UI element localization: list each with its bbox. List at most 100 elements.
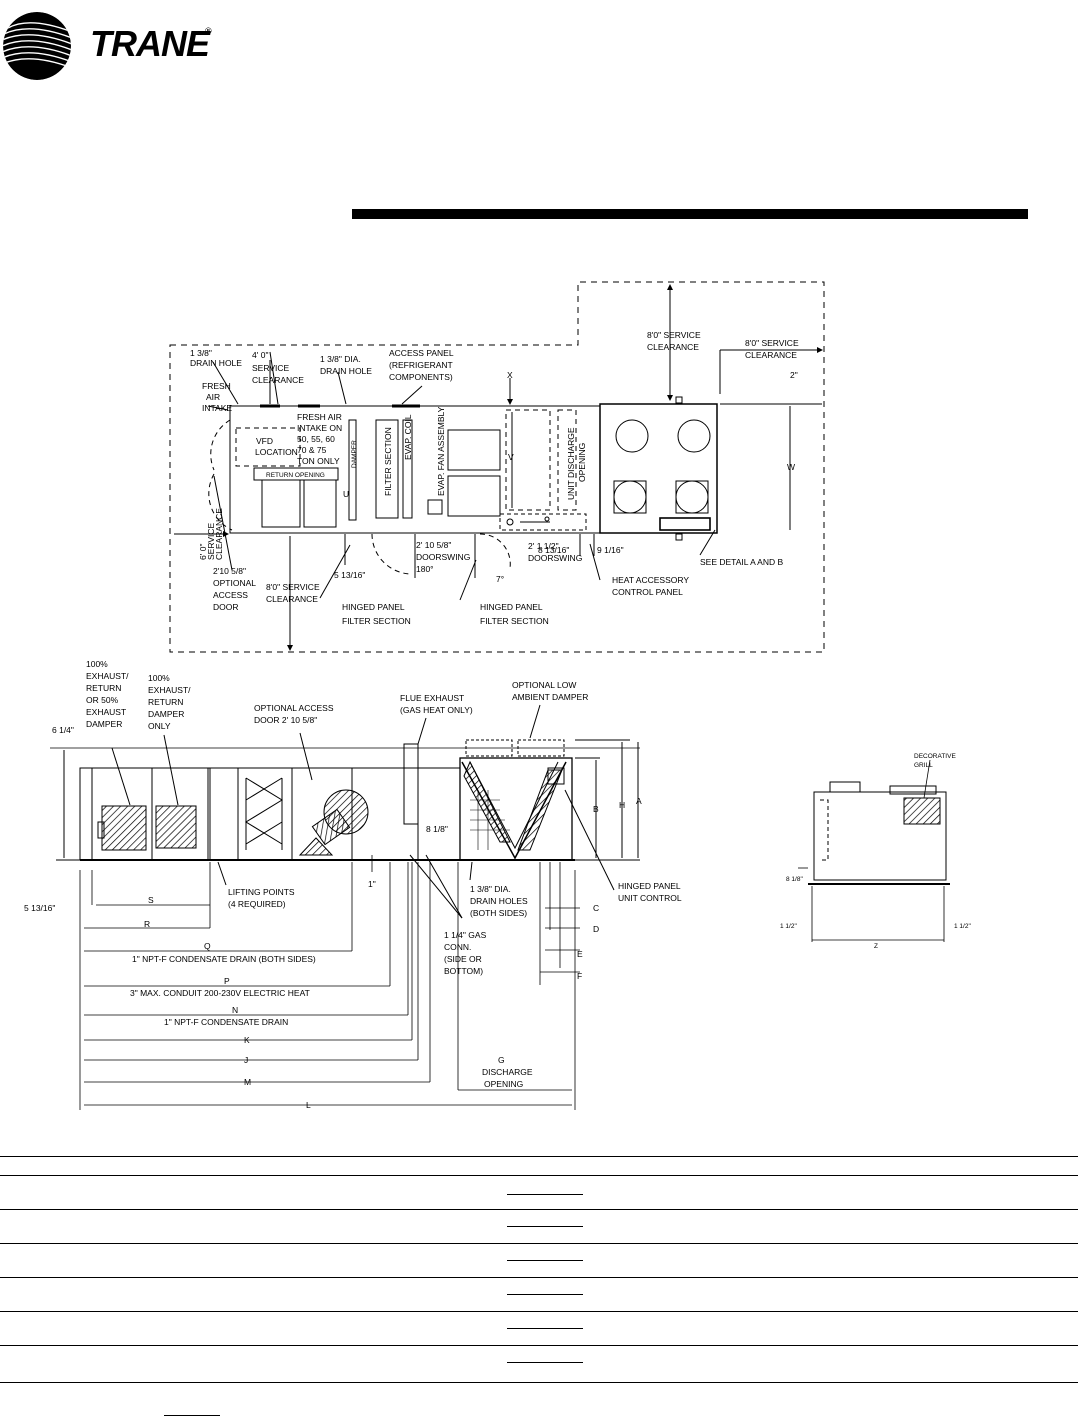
table-rule [0,1175,1078,1176]
label-g-discharge: DISCHARGE [482,1067,533,1077]
label-8-13-16: 8 13/16" [538,545,569,555]
label-conduit: 3" MAX. CONDUIT 200-230V ELECTRIC HEAT [130,988,310,998]
label-doorswing-7-c: 7° [496,574,504,584]
label-c: C [593,903,599,913]
label-drain-hole-2: 1 3/8" DIA. [320,354,361,364]
label-r: R [144,919,150,929]
table-rule [0,1156,1078,1157]
label-hinged-panel-1: HINGED PANEL [342,602,405,612]
label-6ft-b: SERVICE [206,523,216,560]
label-k: K [244,1035,250,1045]
cell-underline [507,1362,583,1363]
label-service-4ft-c: CLEARANCE [252,375,304,385]
label-doorswing-7: 2' 1 1/2" [528,541,559,551]
label-condensate-both: 1" NPT-F CONDENSATE DRAIN (BOTH SIDES) [132,954,316,964]
cell-underline [507,1226,583,1227]
label-fresh-air-ton-e: TON ONLY [297,456,340,466]
label-access-panel-c: COMPONENTS) [389,372,453,382]
label-drain-hole-1: 1 3/8" [190,348,212,358]
label-access-door: 2'10 5/8" [213,566,246,576]
label-1in: 1" [368,879,376,889]
label-access-door-c: ACCESS [213,590,248,600]
label-low-ambient: OPTIONAL LOW [512,680,576,690]
label-6ft-c: CLEARANCE [214,508,224,560]
label-z: Z [874,943,878,950]
label-q: Q [204,941,211,951]
label-hinged-panel-1b: FILTER SECTION [342,616,411,626]
table-rule [0,1345,1078,1346]
label-hinged-control: HINGED PANEL [618,881,681,891]
label-intake: INTAKE [202,403,232,413]
label-optional-access-b: DOOR 2' 10 5/8" [254,715,317,725]
label-fresh-air-ton-c: 50, 55, 60 [297,434,335,444]
label-h: H [619,800,625,810]
label-access-panel: ACCESS PANEL [389,348,454,358]
side-view-labels: 100% EXHAUST/ RETURN OR 50% EXHAUST DAMP… [24,659,682,1110]
label-d: D [593,924,599,934]
label-vfd: VFD [256,436,273,446]
label-heat-accessory: HEAT ACCESSORY [612,575,689,585]
label-service-8ft-top: 8'0" SERVICE [647,330,701,340]
label-fresh-air-ton-b: INTAKE ON [297,423,342,433]
label-n: N [232,1005,238,1015]
label-evap-fan: EVAP. FAN ASSEMBLY [436,406,446,496]
label-hinged-panel-2: HINGED PANEL [480,602,543,612]
label-exhaust-50-d: OR 50% [86,695,119,705]
label-exhaust-50-e: EXHAUST [86,707,126,717]
brand-name: TRANE [90,23,211,64]
table-rule [0,1277,1078,1278]
label-5-13-16-side: 5 13/16" [24,903,55,913]
label-access-panel-b: (REFRIGERANT [389,360,453,370]
label-gas-conn: 1 1/4" GAS [444,930,487,940]
label-access-door-b: OPTIONAL [213,578,256,588]
label-exhaust-only-b: EXHAUST/ [148,685,191,695]
label-lifting-points-b: (4 REQUIRED) [228,899,286,909]
label-exhaust-50: 100% [86,659,108,669]
label-drain-holes: 1 3/8" DIA. [470,884,511,894]
label-low-ambient-b: AMBIENT DAMPER [512,692,588,702]
label-flue-exhaust-b: (GAS HEAT ONLY) [400,705,473,715]
label-service-8ft-top-b: CLEARANCE [647,342,699,352]
label-service-8ft-right: 8'0" SERVICE [745,338,799,348]
label-m: M [244,1077,251,1087]
label-filter-section: FILTER SECTION [383,427,393,496]
label-1-1-2-right: 1 1/2" [954,923,971,930]
label-w: W [787,462,795,472]
label-exhaust-only-e: ONLY [148,721,171,731]
label-fresh: FRESH [202,381,231,391]
label-drain-hole-1b: DRAIN HOLE [190,358,242,368]
label-8-1-8: 8 1/8" [426,824,448,834]
label-damper: DAMPER [351,440,358,468]
label-evap-coil: EVAP. COIL [403,414,413,460]
label-gas-conn-b: CONN. [444,942,471,952]
trane-logo: TRANE ® [0,10,240,80]
cell-underline [507,1194,583,1195]
label-exhaust-50-f: DAMPER [86,719,122,729]
table-rule [0,1209,1078,1210]
label-doorswing-180-b: DOORSWING [416,552,470,562]
label-exhaust-only: 100% [148,673,170,683]
label-a: A [636,796,642,806]
label-vfd-location: LOCATION [255,447,298,457]
label-fresh-air-ton: FRESH AIR [297,412,342,422]
plan-view-labels: 1 3/8" DRAIN HOLE 4' 0" SERVICE CLEARANC… [190,330,799,626]
label-b: B [593,804,599,814]
label-6ft: 6' 0" [198,544,208,560]
end-view [798,759,950,942]
label-x: X [507,370,513,380]
label-drain-holes-c: (BOTH SIDES) [470,908,527,918]
label-optional-access: OPTIONAL ACCESS [254,703,334,713]
label-service-8ft-right-b: CLEARANCE [745,350,797,360]
label-6-1-4: 6 1/4" [52,725,74,735]
label-gas-conn-d: BOTTOM) [444,966,483,976]
label-decorative: DECORATIVE [914,753,956,760]
label-access-door-d: DOOR [213,602,239,612]
label-doorswing-180-c: 180° [416,564,434,574]
cell-underline [507,1260,583,1261]
label-8-1-8-end: 8 1/8" [786,876,803,883]
label-doorswing-180: 2' 10 5/8" [416,540,451,550]
table-rule [0,1243,1078,1244]
label-s: S [148,895,154,905]
label-v: V [508,452,514,462]
label-fresh-air-ton-d: 70 & 75 [297,445,327,455]
